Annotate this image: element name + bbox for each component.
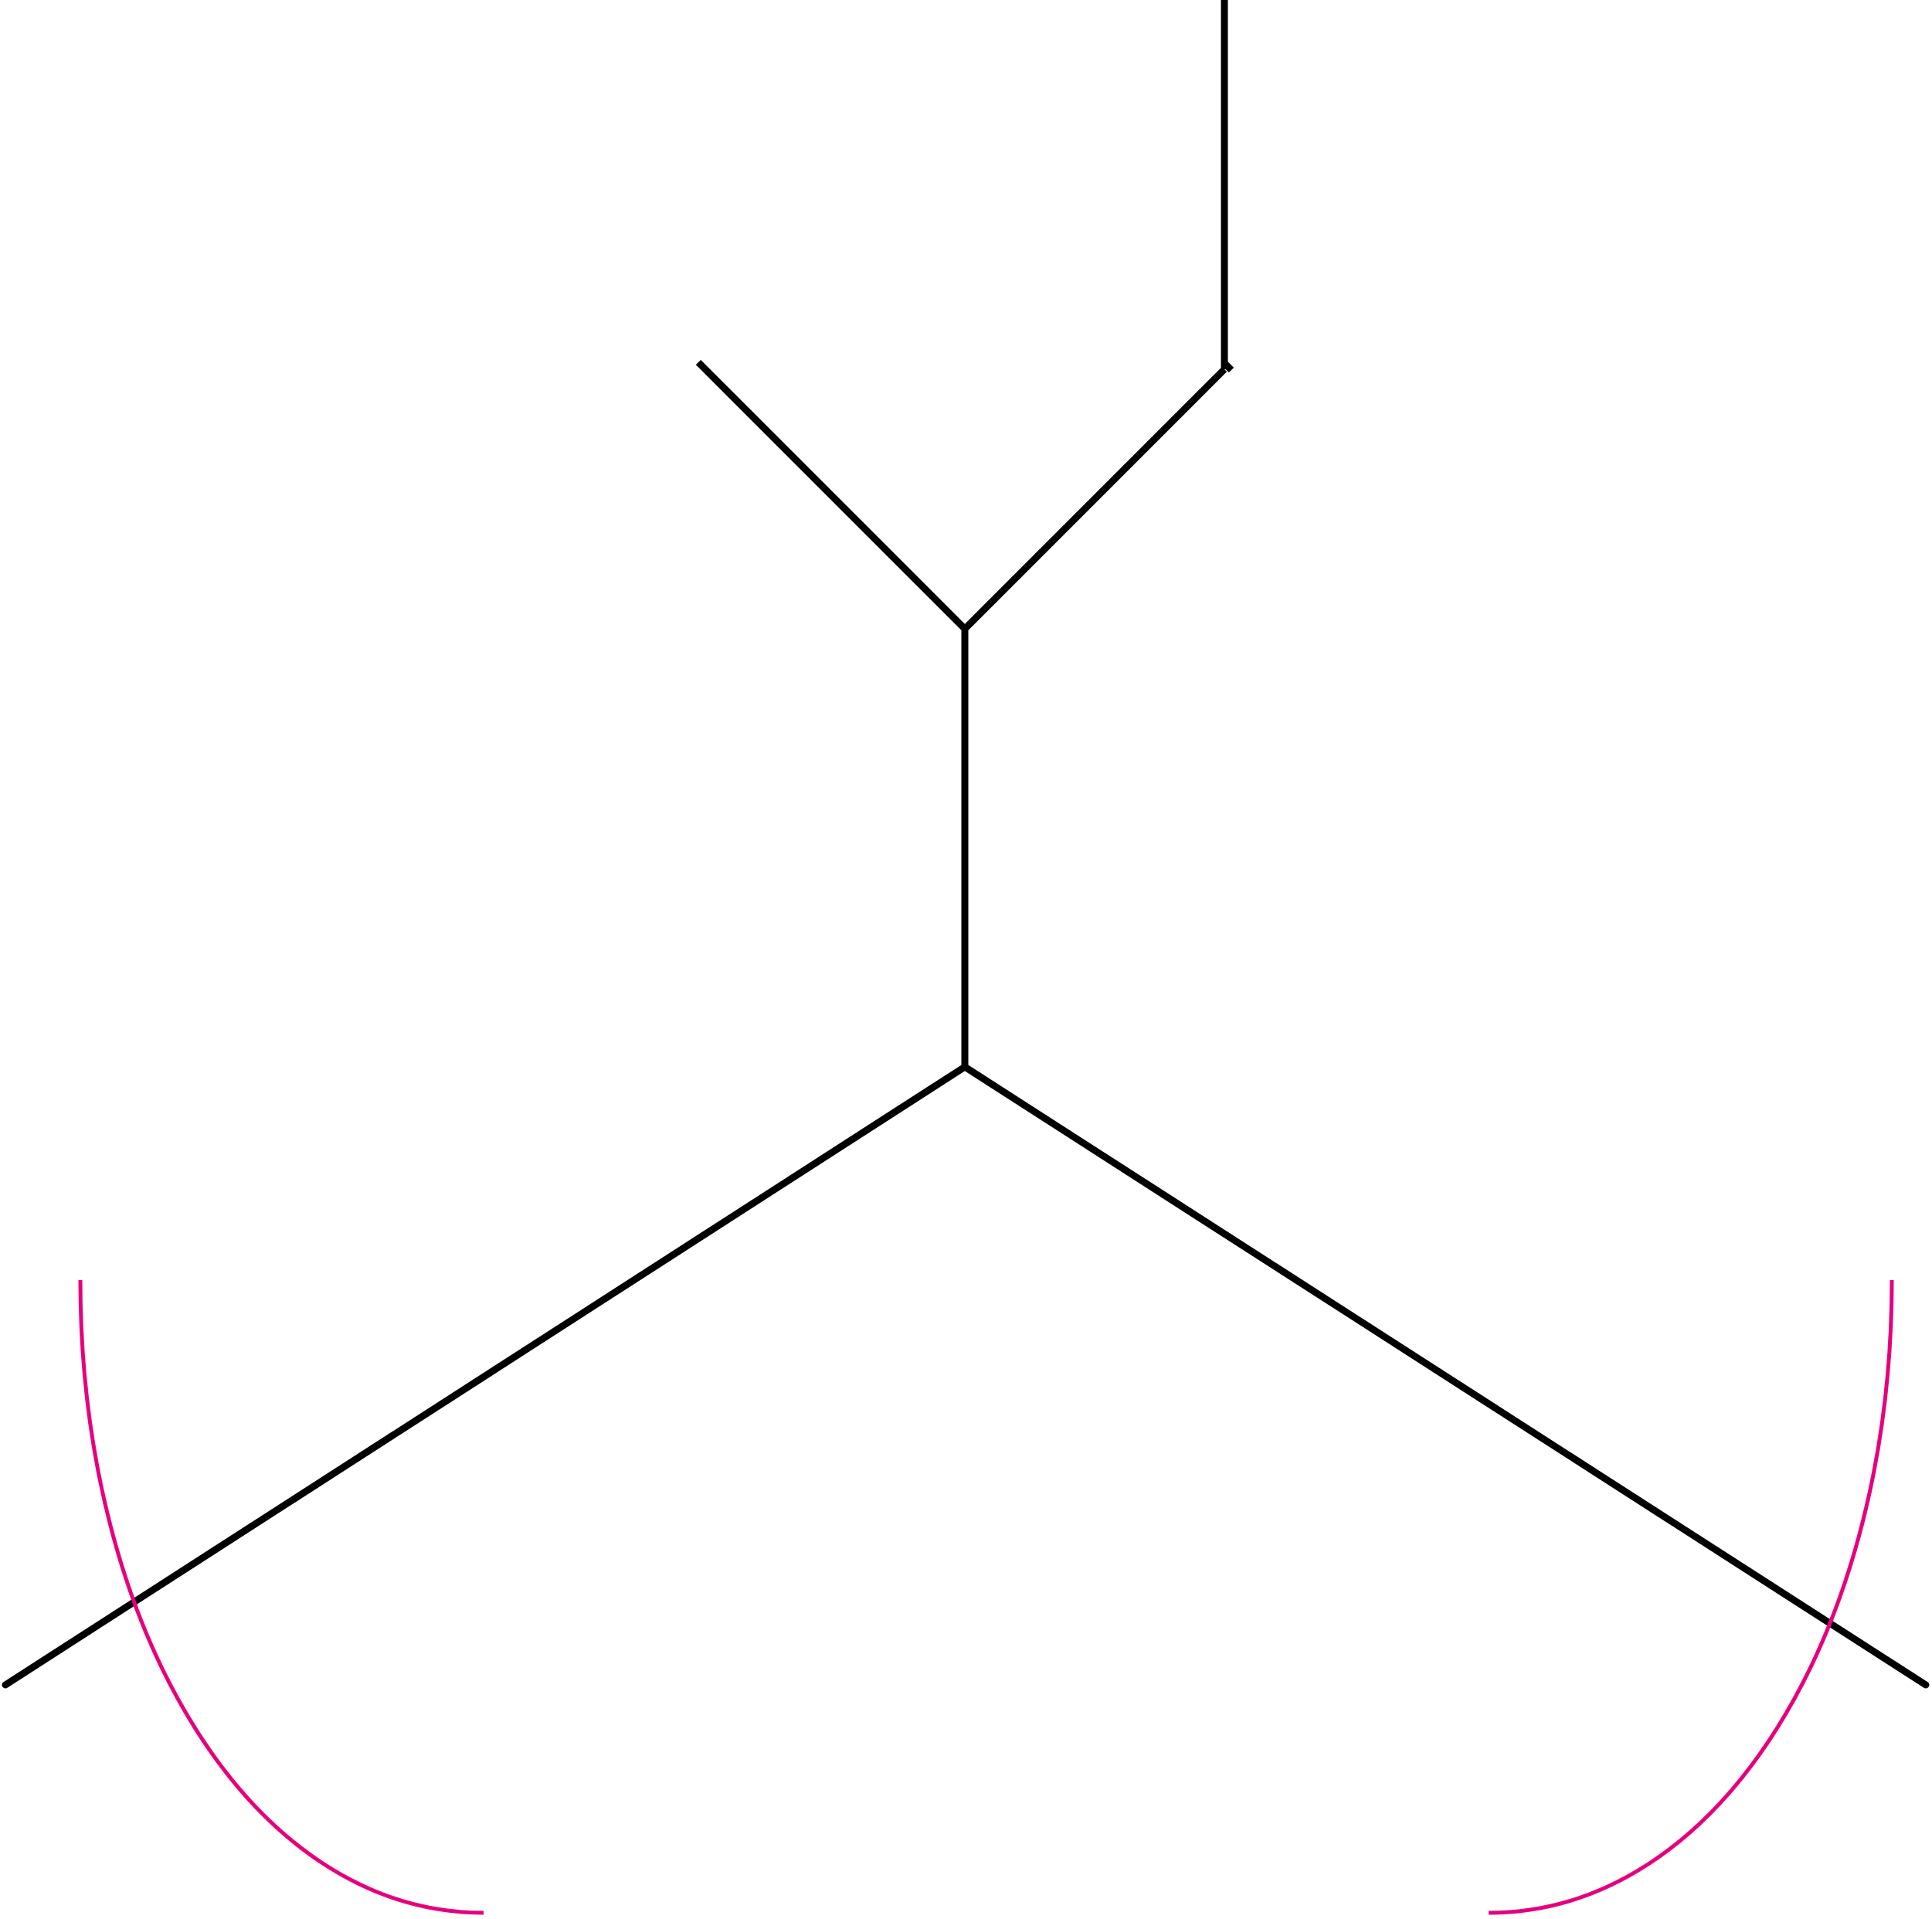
cut-arc-right (1488, 1279, 1894, 1915)
skeleton (2, 0, 1930, 1689)
bond-lower-right (961, 1063, 1930, 1689)
cut-arc-left (78, 1279, 484, 1915)
cut-arcs (78, 1279, 1894, 1915)
bond-stub (1221, 360, 1234, 373)
bond-upper-right (962, 366, 1227, 632)
bond-upper-left (695, 359, 968, 632)
bond-lower-left (2, 1063, 969, 1689)
